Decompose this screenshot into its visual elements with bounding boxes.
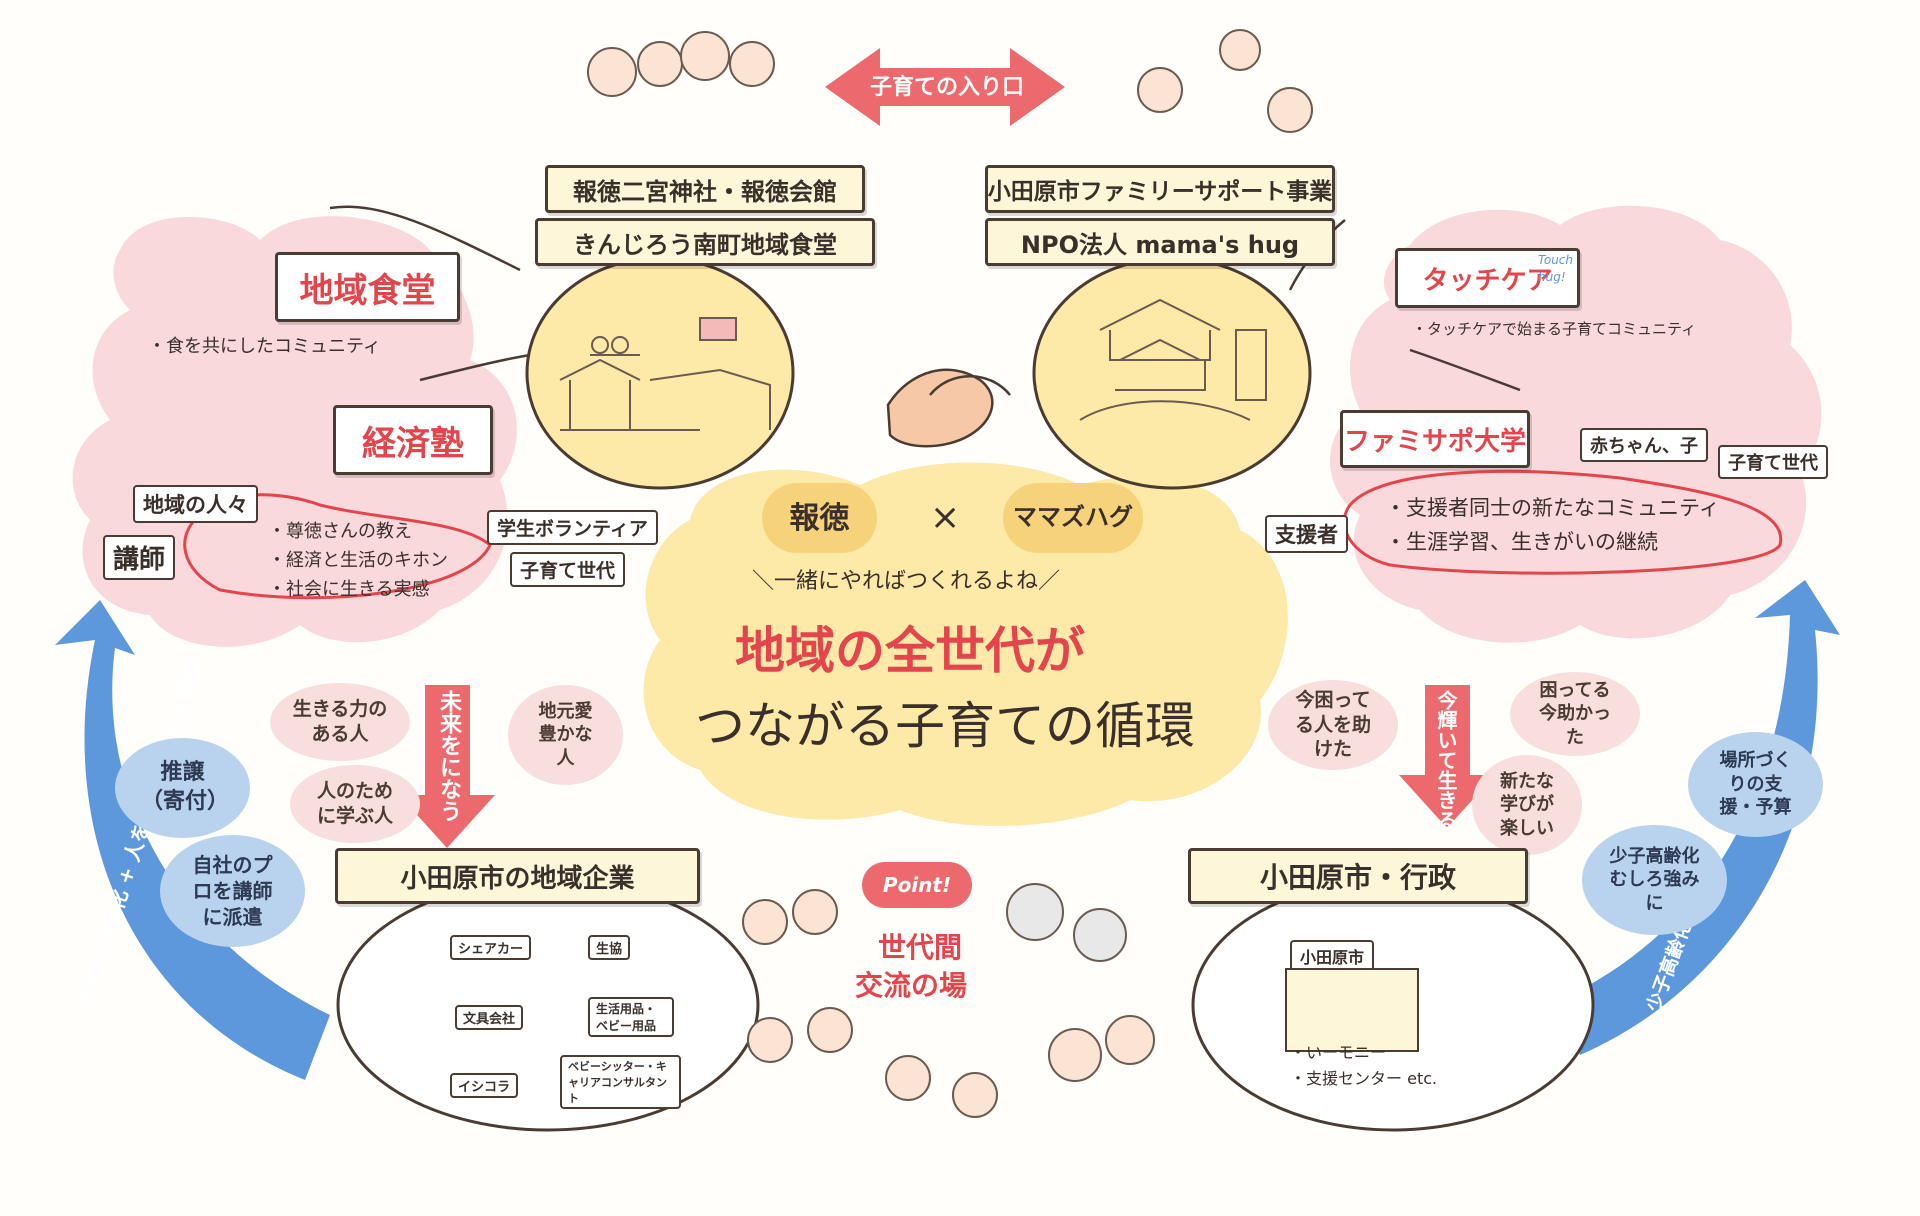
bubble-tasukatta: 困ってる今助かった <box>1510 672 1640 756</box>
bubble-basho-zukuri: 場所づくりの支援・予算 <box>1688 732 1823 837</box>
left-down-arrow <box>399 685 495 848</box>
right-down-arrow-label: 今輝いて生きる <box>1434 690 1458 830</box>
juku-point: 尊徳さんの教え <box>268 518 448 547</box>
touch-logo-line2: hug! <box>1538 269 1566 284</box>
sign-diner-label: きんじろう南町地域食堂 <box>573 230 837 259</box>
people-sketches <box>587 29 1313 1118</box>
sign-diner: きんじろう南町地域食堂 <box>535 218 875 266</box>
right-oval-sketch <box>1079 298 1267 421</box>
bubble-ikiru-chikara: 生きる力のある人 <box>270 683 410 761</box>
right-oval-scene <box>1032 256 1312 490</box>
touch-note: ・タッチケアで始まる子育てコミュニティ <box>1412 320 1696 339</box>
point-text-line2: 交流の場 <box>855 969 968 1002</box>
left-oval-sketch <box>559 317 771 431</box>
sign-touch-care-label: タッチケア <box>1422 265 1553 296</box>
sign-shrine: 報徳二宮神社・報徳会館 <box>545 165 865 213</box>
shokudo-note: ・食を共にしたコミュニティ <box>148 336 381 359</box>
gakusei-volunteer: 学生ボランティア <box>487 510 658 545</box>
partner-mamashug: ママズハグ <box>1003 483 1143 553</box>
sign-npo-label: NPO法人 mama's hug <box>1020 230 1300 259</box>
headline-dark: つながる子育ての循環 <box>695 697 1195 755</box>
univ-point: 生涯学習、生きがいの継続 <box>1385 526 1720 560</box>
right-down-arrow <box>1399 685 1495 828</box>
touch-note-bullet: ・ <box>1412 320 1428 338</box>
company-tag: 生活用品・ベビー用品 <box>588 997 674 1037</box>
rope-right-mid <box>1409 348 1521 392</box>
company-tag: 生協 <box>588 935 631 960</box>
touch-note-text: タッチケアで始まる子育てコミュニティ <box>1427 320 1697 338</box>
sign-keizai-juku-label: 経済塾 <box>362 423 464 464</box>
company-tag: イシコラ <box>450 1073 519 1098</box>
red-loop-right <box>1342 469 1783 575</box>
bubble-komatteru-hito: 今困ってる人を助けた <box>1268 680 1398 770</box>
company-tag: 文具会社 <box>455 1005 524 1030</box>
sign-npo: NPO法人 mama's hug <box>985 218 1335 266</box>
sign-famisapo-univ-label: ファミサポ大学 <box>1343 426 1526 457</box>
sign-family-support-label: 小田原市ファミリーサポート事業 <box>987 179 1333 205</box>
point-badge: Point! <box>862 862 972 908</box>
bubble-jimoto-ai: 地元愛豊かな人 <box>508 685 623 785</box>
admin-items: いーモニー 支援センター etc. <box>1290 1040 1437 1091</box>
center-times: × <box>930 497 961 538</box>
left-kosodate-sedai: 子育て世代 <box>510 552 626 587</box>
company-tag: ベビーシッター・キャリアコンサルタント <box>560 1055 681 1109</box>
sign-chiiki-shokudo-label: 地域食堂 <box>299 270 436 311</box>
headline-red: 地域の全世代が <box>735 622 1085 680</box>
shiensha-label: 支援者 <box>1265 515 1348 553</box>
bubble-tsuyomi: 少子高齢化むしろ強みに <box>1582 825 1727 935</box>
sign-administration: 小田原市・行政 <box>1188 848 1528 904</box>
right-kosodate-sedai: 子育て世代 <box>1718 445 1828 479</box>
sign-family-support: 小田原市ファミリーサポート事業 <box>985 165 1335 213</box>
sign-administration-label: 小田原市・行政 <box>1259 861 1456 894</box>
shokudo-note-bullet: ・ <box>148 336 166 357</box>
touch-logo-line1: Touch <box>1538 253 1573 267</box>
sign-touch-care: タッチケア <box>1395 248 1580 308</box>
rope-left-top <box>329 205 521 272</box>
univ-points: 支援者同士の新たなコミュニティ 生涯学習、生きがいの継続 <box>1385 492 1720 559</box>
univ-point: 支援者同士の新たなコミュニティ <box>1385 492 1720 526</box>
akachan-ko: 赤ちゃん、子 <box>1580 428 1708 462</box>
left-down-arrow-label: 未来をになう <box>436 690 461 822</box>
juku-point: 経済と生活のキホン <box>268 547 448 576</box>
juku-points: 尊徳さんの教え 経済と生活のキホン 社会に生きる実感 <box>268 518 448 604</box>
left-blue-loop-arrow <box>55 600 330 1080</box>
sign-local-companies-label: 小田原市の地域企業 <box>400 863 635 894</box>
left-oval-scene <box>525 256 795 490</box>
center-tagline: ＼一緒にやればつくれるよね／ <box>752 569 1061 594</box>
koushi-label: 講師 <box>103 535 176 580</box>
entrance-arrow <box>825 48 1065 126</box>
shokudo-note-text: 食を共にしたコミュニティ <box>166 336 381 357</box>
bubble-arata-na-manabi: 新たな学びが楽しい <box>1472 755 1582 855</box>
rope-left-mid <box>419 353 531 382</box>
chiiki-no-hitobito: 地域の人々 <box>133 485 258 523</box>
point-text-line1: 世代間 <box>878 931 963 964</box>
red-loop-left <box>183 493 492 600</box>
partner-houtoku: 報徳 <box>762 483 877 553</box>
sign-shrine-label: 報徳二宮神社・報徳会館 <box>573 177 837 206</box>
sign-famisapo-univ: ファミサポ大学 <box>1340 410 1530 468</box>
company-panel-oval <box>336 878 760 1132</box>
sign-chiiki-shokudo: 地域食堂 <box>275 252 460 322</box>
sign-keizai-juku: 経済塾 <box>333 405 493 475</box>
bubble-haken: 自社のプロを講師に派遣 <box>160 835 305 947</box>
center-yellow-blob <box>643 462 1288 827</box>
bubble-hito-no-tame: 人のために学ぶ人 <box>290 765 420 843</box>
company-tag: シェアカー <box>450 935 532 960</box>
admin-item: 支援センター etc. <box>1290 1066 1437 1092</box>
juku-point: 社会に生きる実感 <box>268 576 448 605</box>
admin-item: いーモニー <box>1290 1040 1437 1066</box>
handshake-illustration <box>886 368 1011 448</box>
touch-hug-logo: Touch hug! <box>1538 252 1584 304</box>
bubble-suijou: 推譲（寄付） <box>115 738 250 838</box>
sign-local-companies: 小田原市の地域企業 <box>335 848 700 904</box>
entrance-label: 子育ての入り口 <box>870 75 1025 100</box>
